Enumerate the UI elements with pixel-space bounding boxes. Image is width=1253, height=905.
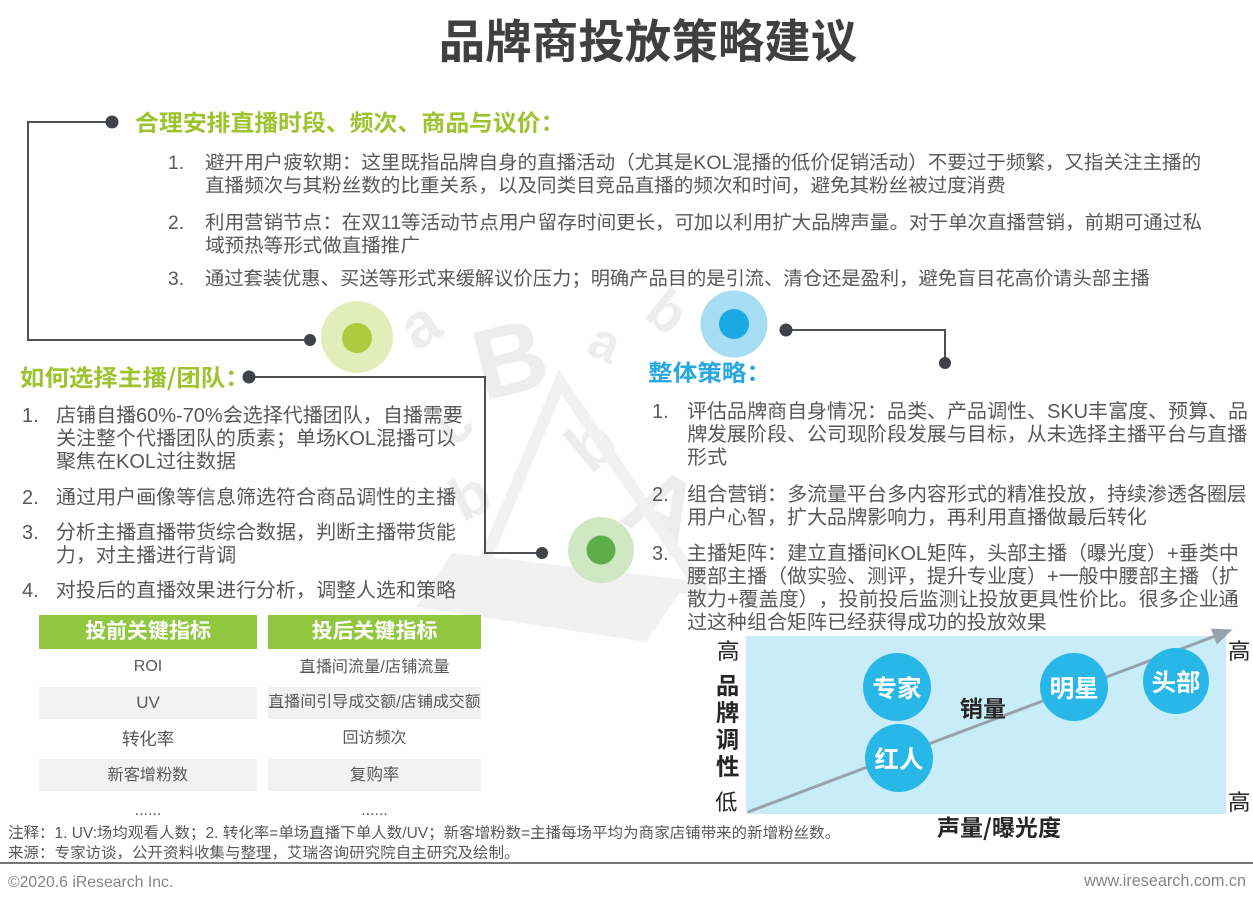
- svg-text:B: B: [462, 296, 559, 422]
- svg-text:a: a: [580, 311, 631, 376]
- svg-text:a: a: [387, 287, 453, 364]
